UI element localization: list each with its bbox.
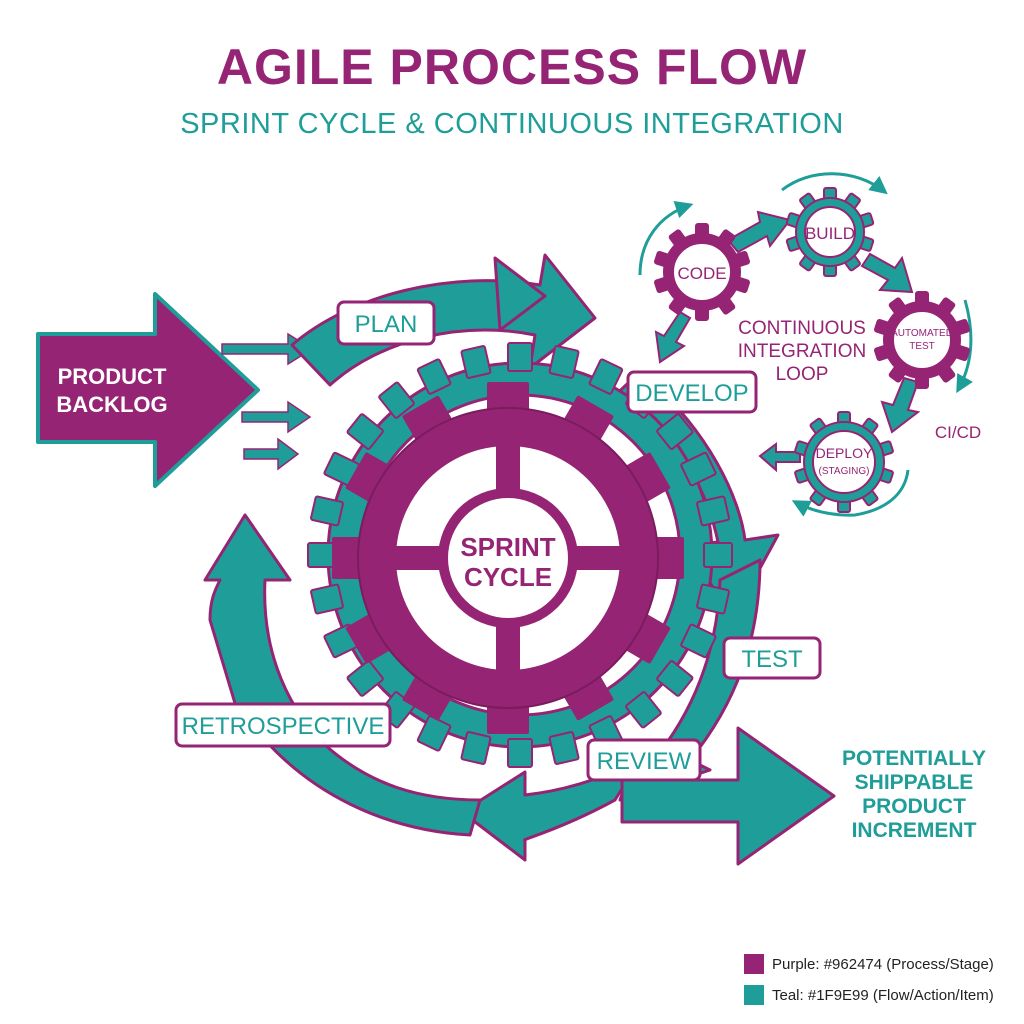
legend-purple-text: Purple: #962474 (Process/Stage) — [772, 955, 994, 973]
ci-gear-test-label-line2: TEST — [909, 341, 935, 352]
gear-tooth — [346, 660, 384, 697]
product-backlog-arrow: PRODUCT BACKLOG — [36, 292, 260, 488]
gear-tooth — [548, 731, 580, 765]
gear-tooth — [696, 583, 730, 615]
gear-tooth — [625, 691, 662, 729]
ci-gear-deploy: DEPLOY (STAGING) — [816, 445, 873, 477]
increment-label-line2: SHIPPABLE — [855, 771, 974, 794]
gear-tooth — [310, 583, 344, 615]
gear-tooth — [402, 671, 455, 721]
increment-output-arrow — [620, 726, 836, 866]
increment-label-line4: INCREMENT — [852, 819, 977, 842]
increment-label-line3: PRODUCT — [862, 795, 966, 818]
gear-tooth — [346, 413, 384, 450]
ci-loop-label: CONTINUOUS INTEGRATION LOOP — [738, 318, 866, 385]
gear-tooth — [656, 413, 694, 450]
gear-tooth — [680, 451, 717, 487]
gear-hub — [892, 310, 952, 370]
sprint-outer-ring — [203, 253, 780, 862]
gear-tooth — [703, 542, 733, 568]
gear-tooth — [548, 345, 580, 379]
stage-develop-label: DEVELOP — [635, 380, 748, 407]
stage-review-label: REVIEW — [597, 748, 692, 775]
ci-gear-build: BUILD — [805, 224, 855, 243]
page-subtitle: SPRINT CYCLE & CONTINUOUS INTEGRATION — [180, 108, 844, 140]
stage-retrospective-label: RETROSPECTIVE — [182, 713, 385, 740]
gear-tooth — [621, 452, 671, 505]
ci-gear-code-label: CODE — [677, 264, 726, 283]
gear-tooth — [460, 345, 492, 379]
increment-label-line1: POTENTIALLY — [842, 747, 986, 770]
ci-gear-build-shape — [785, 187, 875, 277]
gear-tooth — [621, 611, 671, 664]
gear-tooth — [460, 731, 492, 765]
backlog-label-line2: BACKLOG — [56, 392, 167, 417]
ci-gear-deploy-label-line2: (STAGING) — [819, 466, 870, 477]
backlog-label-line1: PRODUCT — [58, 364, 167, 389]
legend-purple-swatch — [744, 954, 764, 974]
sprint-center-label-line1: SPRINT — [460, 532, 555, 562]
stage-test: TEST — [722, 636, 822, 680]
gear-hub — [812, 430, 876, 494]
ci-loop-label-line3: LOOP — [776, 364, 829, 385]
legend-teal-swatch — [744, 985, 764, 1005]
ci-gear-automated-test: AUTOMATED TEST — [891, 328, 953, 352]
gear-tooth — [378, 381, 415, 419]
stage-retrospective: RETROSPECTIVE — [174, 702, 392, 748]
gear-tooth — [561, 395, 614, 445]
gear-tooth — [307, 542, 337, 568]
gear-tooth — [416, 715, 452, 752]
sprint-central-gear: SPRINT CYCLE — [332, 382, 684, 734]
gear-tooth — [561, 671, 614, 721]
gear-tooth — [345, 452, 395, 505]
gear-tooth — [696, 495, 730, 527]
ci-gear-test-label-line1: AUTOMATED — [891, 328, 953, 339]
ci-loop-guide-arrows — [638, 172, 973, 517]
sprint-center-label-line2: CYCLE — [464, 562, 552, 592]
gear-tooth — [507, 738, 533, 768]
ci-gear-code: CODE — [677, 264, 726, 283]
gear-tooth — [588, 358, 624, 395]
gear-hub — [672, 242, 732, 302]
ci-loop-label-line2: INTEGRATION — [738, 341, 866, 362]
ci-gears — [654, 187, 970, 513]
ci-gear-deploy-label-line1: DEPLOY — [816, 445, 873, 461]
ci-gear-deploy-shape — [794, 411, 894, 513]
gear-tooth — [310, 495, 344, 527]
legend-purple: Purple: #962474 (Process/Stage) — [744, 952, 1014, 976]
gear-tooth — [507, 342, 533, 372]
legend-teal-text: Teal: #1F9E99 (Flow/Action/Item) — [772, 986, 994, 1004]
stage-review: REVIEW — [586, 738, 702, 782]
page-title: AGILE PROCESS FLOW — [216, 39, 808, 95]
stage-test-label: TEST — [741, 646, 803, 673]
gear-tooth — [345, 611, 395, 664]
gear-tooth — [656, 660, 694, 697]
gear-tooth — [680, 623, 717, 659]
stage-plan-label: PLAN — [355, 311, 418, 338]
legend-teal: Teal: #1F9E99 (Flow/Action/Item) — [744, 983, 1014, 1007]
increment-label: POTENTIALLY SHIPPABLE PRODUCT INCREMENT — [842, 747, 986, 842]
gear-tooth — [402, 395, 455, 445]
gear-tooth — [416, 358, 452, 395]
ci-gear-test-shape — [874, 291, 970, 389]
stage-plan: PLAN — [336, 300, 436, 346]
ci-loop-label-line1: CONTINUOUS — [738, 318, 866, 339]
stage-develop: DEVELOP — [626, 370, 758, 414]
ci-cd-label: CI/CD — [935, 423, 981, 442]
ci-loop-connectors — [654, 210, 921, 473]
backlog-feed-arrows — [221, 332, 314, 471]
ci-gear-code-shape — [654, 223, 750, 321]
gear-hub — [804, 206, 856, 258]
ci-gear-build-label: BUILD — [805, 224, 855, 243]
